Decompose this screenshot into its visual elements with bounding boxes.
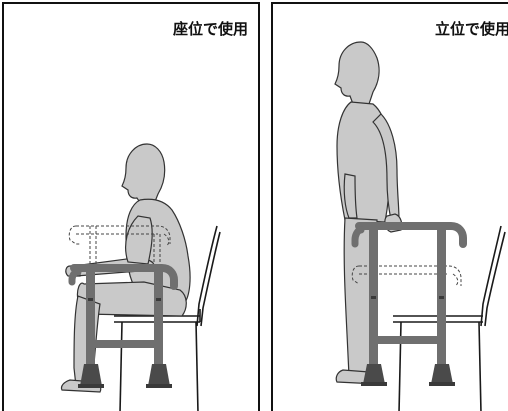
seated-use-caption: 座位で使用 (172, 20, 248, 38)
support-rail-frame (68, 264, 178, 388)
standing-use-illustration (334, 41, 506, 411)
standing-person (334, 41, 403, 385)
standing-use-panel: 立位で使用 (271, 2, 508, 411)
seated-use-panel: 座位で使用 (2, 2, 260, 411)
alternate-armrest-outline (68, 225, 171, 266)
seated-use-illustration (60, 143, 221, 411)
standing-use-caption: 立位で使用 (434, 20, 508, 38)
support-rail-frame (351, 222, 467, 386)
chair (393, 225, 506, 411)
